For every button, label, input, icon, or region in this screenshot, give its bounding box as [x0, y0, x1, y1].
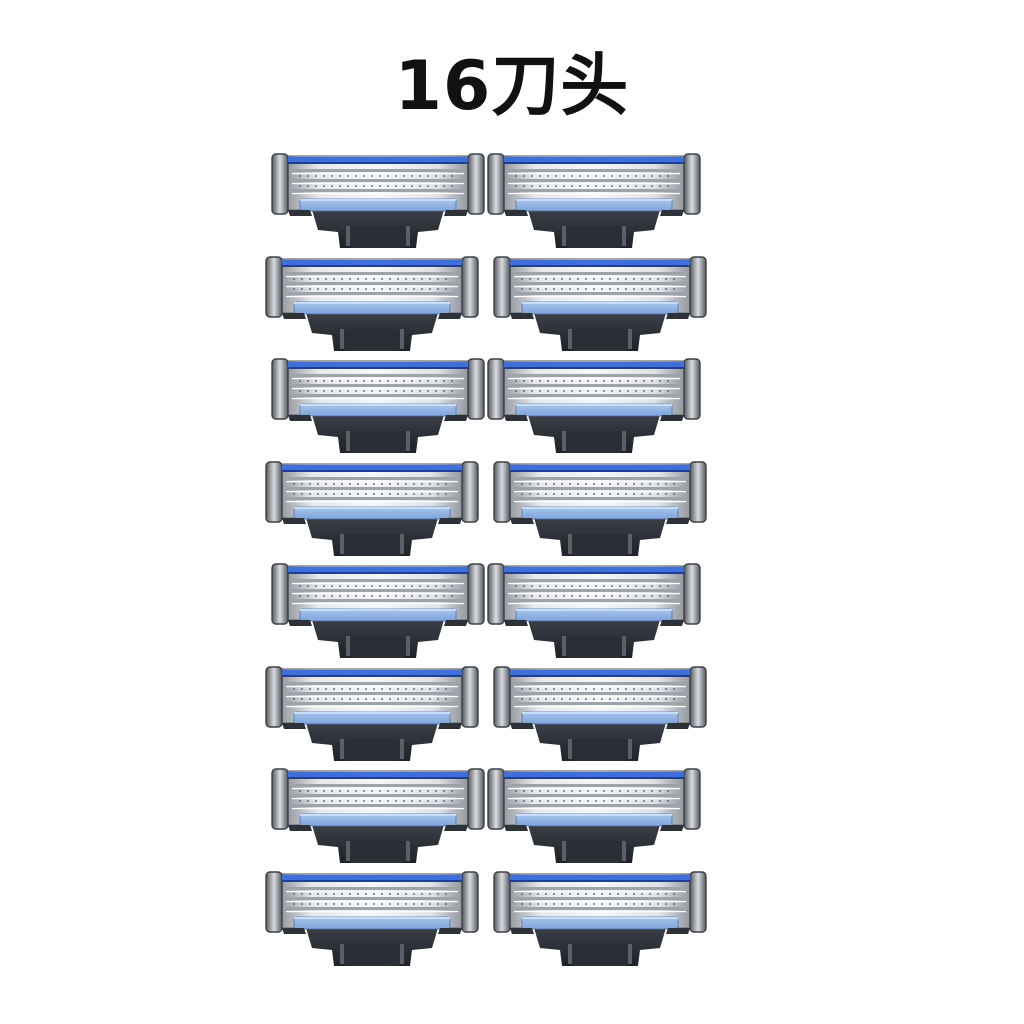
razor-cartridge-icon — [492, 255, 708, 351]
razor-cartridge-icon — [492, 460, 708, 556]
razor-cartridge-icon — [492, 665, 708, 761]
razor-cartridge-icon — [264, 870, 480, 966]
razor-cartridge-icon — [486, 357, 702, 453]
razor-cartridge-icon — [270, 767, 486, 863]
page-title: 16刀头 — [394, 47, 630, 126]
razor-cartridge-icon — [486, 767, 702, 863]
razor-cartridge-icon — [486, 152, 702, 248]
razor-cartridge-icon — [270, 152, 486, 248]
razor-cartridge-icon — [264, 460, 480, 556]
razor-cartridge-icon — [492, 870, 708, 966]
razor-cartridge-icon — [270, 357, 486, 453]
razor-cartridge-icon — [264, 665, 480, 761]
razor-cartridge-icon — [270, 562, 486, 658]
razor-cartridge-icon — [264, 255, 480, 351]
razor-cartridge-icon — [486, 562, 702, 658]
cartridge-grid — [264, 152, 710, 992]
